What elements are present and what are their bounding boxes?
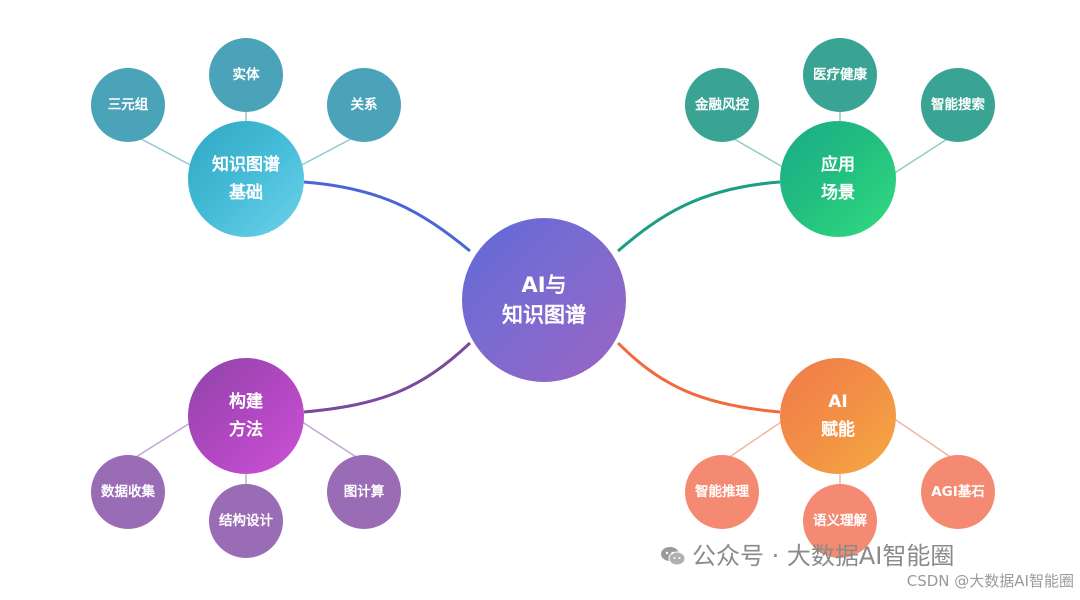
link-center-ai — [616, 341, 781, 414]
leaf-app-medical[interactable]: 医疗健康 — [803, 38, 877, 112]
leaf-bld-graphcalc[interactable]: 图计算 — [327, 455, 401, 529]
hub-app-label: 应用 场景 — [821, 155, 855, 203]
leaf-label: 金融风控 — [695, 97, 749, 113]
leaf-label: 数据收集 — [101, 484, 155, 500]
leaf-ai-semantic[interactable]: 语义理解 — [803, 484, 877, 558]
link-center-app — [617, 180, 781, 253]
hub-ai-label: AI 赋能 — [821, 392, 855, 440]
leaf-label: 结构设计 — [219, 513, 273, 529]
link-bld-leaf-1 — [127, 417, 199, 463]
hub-build-methods[interactable]: 构建 方法 — [188, 358, 304, 474]
leaf-label: 语义理解 — [813, 513, 867, 529]
watermark-text: 公众号 · 大数据AI智能圈 — [692, 542, 955, 570]
leaf-bld-design[interactable]: 结构设计 — [209, 484, 283, 558]
hub-kg-basics[interactable]: 知识图谱 基础 — [188, 121, 304, 237]
leaf-label: 智能推理 — [695, 484, 749, 500]
credit-text: CSDN @大数据AI智能圈 — [906, 572, 1074, 590]
leaf-kg-entity[interactable]: 实体 — [209, 38, 283, 112]
leaf-label: AGI基石 — [931, 484, 985, 500]
center-label: AI与 知识图谱 — [502, 273, 586, 327]
leaf-kg-triples[interactable]: 三元组 — [91, 68, 165, 142]
leaf-label: 三元组 — [107, 97, 149, 113]
leaf-app-finance[interactable]: 金融风控 — [685, 68, 759, 142]
leaf-bld-collect[interactable]: 数据收集 — [91, 455, 165, 529]
leaf-label: 图计算 — [343, 484, 385, 500]
wechat-icon — [661, 547, 686, 566]
hub-kg-label: 知识图谱 基础 — [212, 155, 280, 203]
link-center-bld — [303, 341, 472, 414]
leaf-label: 实体 — [232, 67, 260, 83]
link-bld-leaf-3 — [295, 417, 365, 463]
leaf-ai-reasoning[interactable]: 智能推理 — [685, 455, 759, 529]
link-ai-leaf-3 — [889, 415, 959, 463]
leaf-app-search[interactable]: 智能搜索 — [921, 68, 995, 142]
leaf-ai-agi[interactable]: AGI基石 — [921, 455, 995, 529]
hub-bld-label: 构建 方法 — [229, 392, 263, 440]
link-ai-leaf-1 — [721, 415, 791, 463]
link-center-kg — [303, 180, 471, 253]
center-node[interactable]: AI与 知识图谱 — [462, 218, 626, 382]
leaf-label: 关系 — [350, 97, 378, 113]
leaf-label: 智能搜索 — [931, 97, 985, 113]
watermark: 公众号 · 大数据AI智能圈 — [660, 536, 954, 571]
hub-applications[interactable]: 应用 场景 — [780, 121, 896, 237]
hub-ai-empower[interactable]: AI 赋能 — [780, 358, 896, 474]
leaf-label: 医疗健康 — [813, 67, 867, 83]
leaf-kg-relation[interactable]: 关系 — [327, 68, 401, 142]
